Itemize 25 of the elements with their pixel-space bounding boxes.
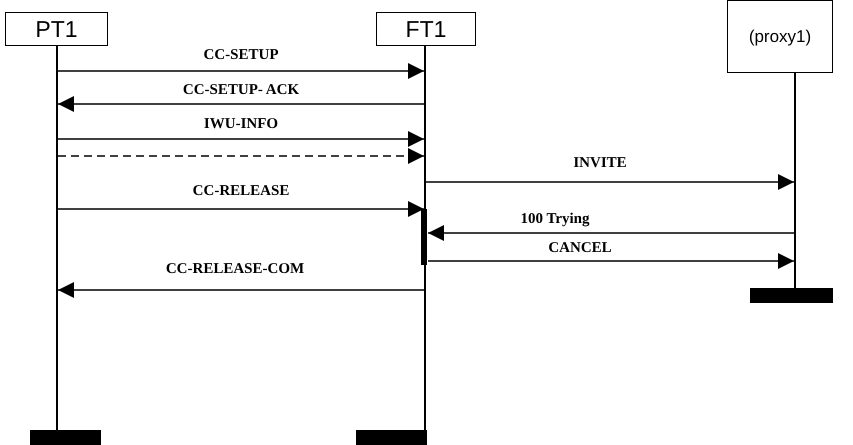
message-arrow — [58, 148, 424, 164]
message-label: CANCEL — [547, 241, 613, 256]
message-arrow — [58, 201, 424, 217]
message-arrow — [58, 282, 424, 298]
message-arrow — [428, 253, 794, 269]
lifeline — [794, 73, 796, 288]
message-label: 100 Trying — [519, 212, 591, 227]
message-label: INVITE — [572, 156, 628, 171]
lifeline-end-bar — [356, 430, 427, 445]
message-label: IWU-INFO — [202, 117, 280, 132]
lifeline-end-bar — [30, 430, 101, 445]
message-arrow — [58, 131, 424, 147]
participant-box: FT1 — [376, 12, 476, 46]
message-arrow — [58, 63, 424, 79]
message-label: CC-SETUP — [202, 48, 280, 63]
message-label: CC-RELEASE-COM — [164, 262, 306, 277]
participant-box: PT1 — [5, 12, 108, 46]
message-label: CC-RELEASE — [192, 184, 290, 199]
message-arrow — [426, 174, 794, 190]
lifeline-end-bar — [750, 288, 833, 303]
message-label: CC-SETUP- ACK — [182, 83, 300, 98]
participant-box: (proxy1) — [727, 0, 833, 73]
lifeline — [56, 46, 58, 430]
message-arrow — [58, 96, 424, 112]
message-arrow — [428, 225, 794, 241]
